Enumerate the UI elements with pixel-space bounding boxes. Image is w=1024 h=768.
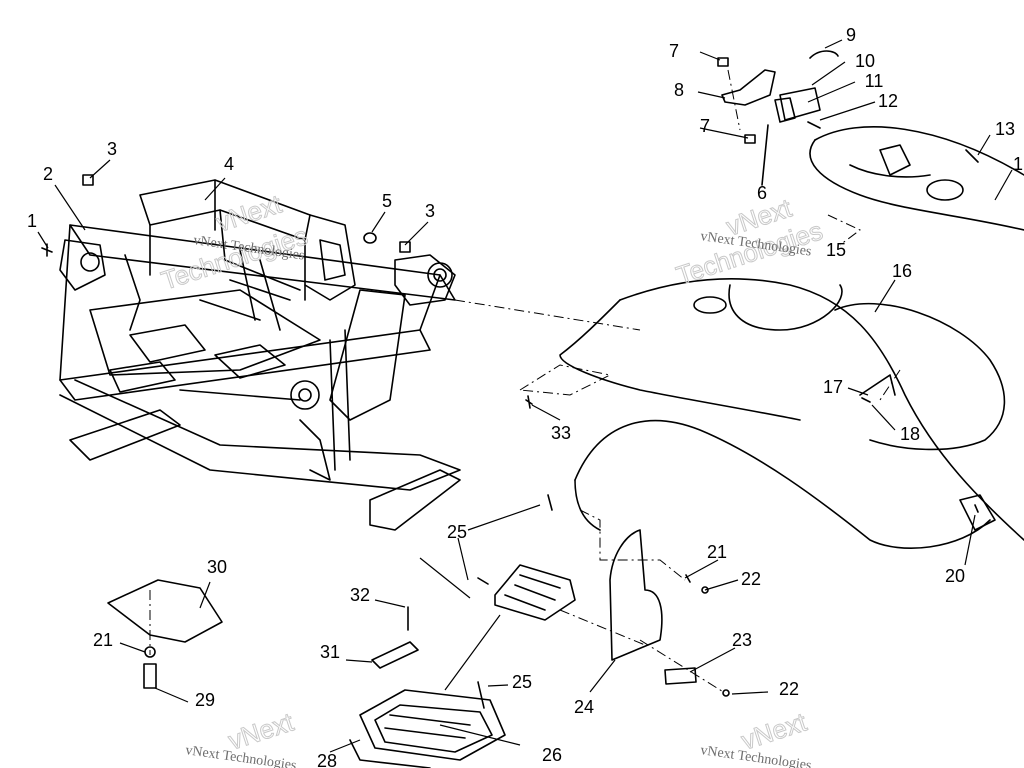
callout-6: 6 [757,183,767,203]
mud-flap [609,529,730,697]
watermark-outline-word: vNext [225,706,298,755]
callout-7b: 7 [700,116,710,136]
bracket-31 [371,606,419,669]
callout-8: 8 [674,80,684,100]
watermark-bottom-left: vNext vNext Technologies [184,706,298,768]
callout-2: 2 [43,164,53,184]
callout-25a: 25 [447,522,467,542]
watermark-top-right: vNext Technologies vNext Technologies [672,192,827,291]
callout-4: 4 [224,154,234,174]
callout-18: 18 [900,424,920,444]
callout-9: 9 [846,25,856,45]
callout-5: 5 [382,191,392,211]
callout-31: 31 [320,642,340,662]
callout-21b: 21 [93,630,113,650]
tail-light-assembly [717,50,979,186]
callout-7a: 7 [669,41,679,61]
callout-24: 24 [574,697,594,717]
callout-22a: 22 [741,569,761,589]
watermark-outline-word: vNext [738,706,811,755]
callout-20: 20 [945,566,965,586]
callout-11: 11 [865,71,884,91]
callout-13: 13 [995,119,1015,139]
callout-22b: 22 [779,679,799,699]
callout-10: 10 [855,51,875,71]
callout-14: 1 [1013,154,1023,174]
callout-26: 26 [542,745,562,765]
callout-16: 16 [892,261,912,281]
callout-23: 23 [732,630,752,650]
callout-3a: 3 [107,139,117,159]
callout-32: 32 [350,585,370,605]
watermark-bottom-right: vNext vNext Technologies [699,706,812,768]
callout-3b: 3 [425,201,435,221]
rear-fender [559,277,1024,549]
footrest-parts [349,564,576,768]
callout-17: 17 [823,377,843,397]
front-fender [809,126,1024,231]
frame-assembly [59,179,461,531]
callout-29: 29 [195,690,215,710]
callout-25b: 25 [512,672,532,692]
callout-15: 15 [826,240,846,260]
callout-labels: 1 2 3 3 4 5 6 7 7 8 9 10 11 12 13 1 15 1… [27,25,1023,768]
misc-bolts [477,397,979,709]
reference-lines [149,69,901,694]
callout-28: 28 [317,751,337,768]
callout-1: 1 [27,211,37,231]
callout-12: 12 [878,91,898,111]
callout-21a: 21 [707,542,727,562]
callout-30: 30 [207,557,227,577]
leader-lines [37,39,1013,753]
callout-33: 33 [551,423,571,443]
